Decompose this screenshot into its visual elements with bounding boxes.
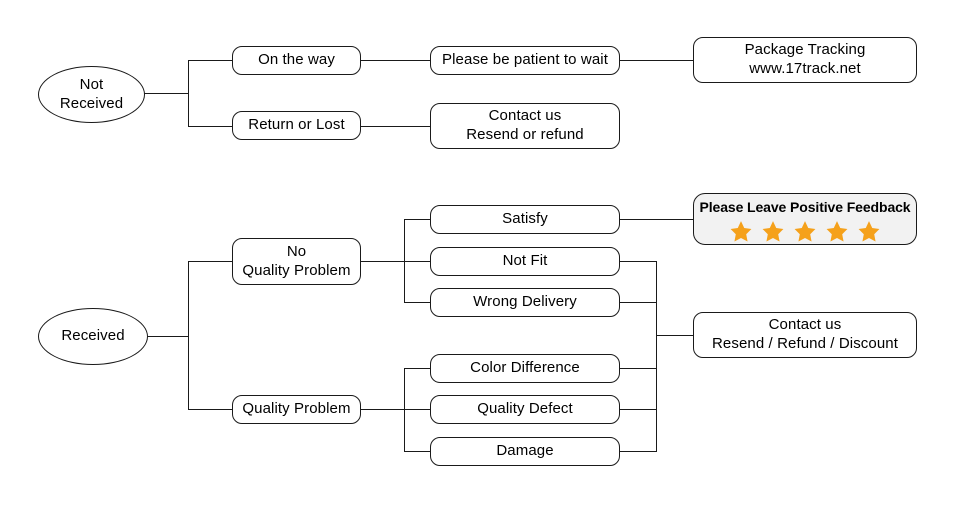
node-return-or-lost[interactable]: Return or Lost [232, 111, 361, 140]
connector-qp-to-damage [404, 451, 432, 453]
node-received[interactable]: Received [38, 308, 148, 365]
connector-qp-to-qualitydefect [404, 409, 432, 411]
connector-colordiff-to-merge [619, 368, 657, 370]
connector-qp-out [361, 409, 405, 411]
connector-wrongdelivery-to-merge [619, 302, 657, 304]
node-package-tracking[interactable]: Package Tracking www.17track.net [693, 37, 917, 83]
connector-received-to-qp [188, 409, 232, 411]
connector-qp-to-colordiff [404, 368, 432, 370]
connector-qualitydefect-to-merge [619, 409, 657, 411]
node-on-the-way[interactable]: On the way [232, 46, 361, 75]
node-quality-problem[interactable]: Quality Problem [232, 395, 361, 424]
node-satisfy[interactable]: Satisfy [430, 205, 620, 234]
connector-noqp-to-satisfy [404, 219, 432, 221]
node-quality-defect[interactable]: Quality Defect [430, 395, 620, 424]
connector-received-root [147, 336, 189, 338]
star-icon[interactable] [856, 219, 882, 244]
connector-notreceived-to-ontheway [188, 60, 232, 62]
star-icon[interactable] [792, 219, 818, 244]
node-color-difference[interactable]: Color Difference [430, 354, 620, 383]
connector-notreceived-to-returnlost [188, 126, 232, 128]
connector-noqp-to-wrongdelivery [404, 302, 432, 304]
node-wrong-delivery[interactable]: Wrong Delivery [430, 288, 620, 317]
connector-noqp-out [361, 261, 405, 263]
node-contact-resend-refund-discount[interactable]: Contact us Resend / Refund / Discount [693, 312, 917, 358]
connector-damage-to-merge [619, 451, 657, 453]
connector-notreceived-split [188, 60, 190, 127]
node-not-fit[interactable]: Not Fit [430, 247, 620, 276]
node-no-quality-problem[interactable]: No Quality Problem [232, 238, 361, 285]
node-damage[interactable]: Damage [430, 437, 620, 466]
node-contact-resend-refund[interactable]: Contact us Resend or refund [430, 103, 620, 149]
connector-satisfy-to-feedback [619, 219, 693, 221]
feedback-title: Please Leave Positive Feedback [699, 199, 911, 215]
connector-wait-to-tracking [619, 60, 694, 62]
connector-received-split [188, 261, 190, 410]
star-icon[interactable] [824, 219, 850, 244]
node-positive-feedback[interactable]: Please Leave Positive Feedback [693, 193, 917, 245]
connector-returnlost-to-contact [361, 126, 431, 128]
connector-notfit-to-merge [619, 261, 657, 263]
node-please-be-patient[interactable]: Please be patient to wait [430, 46, 620, 75]
connector-notreceived-root [144, 93, 189, 95]
connector-received-to-noqp [188, 261, 232, 263]
connector-noqp-to-notfit [404, 261, 432, 263]
connector-merge-to-contact [656, 335, 694, 337]
node-not-received[interactable]: Not Received [38, 66, 145, 123]
feedback-star-rating[interactable] [728, 219, 882, 244]
star-icon[interactable] [728, 219, 754, 244]
connector-issues-merge-bar [656, 261, 658, 452]
connector-ontheway-to-wait [361, 60, 431, 62]
star-icon[interactable] [760, 219, 786, 244]
